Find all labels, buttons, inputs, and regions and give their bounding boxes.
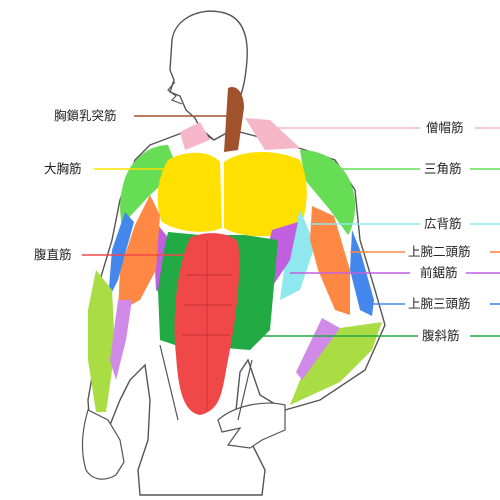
face-profile — [167, 81, 183, 105]
muscle-trapezius-right — [245, 118, 300, 150]
label-biceps: 上腕二頭筋 — [408, 244, 471, 259]
leader-lines — [82, 115, 500, 337]
muscle-forearm-left — [88, 270, 115, 412]
rectus-division-lines — [182, 240, 232, 410]
label-pec: 大胸筋 — [44, 161, 82, 176]
label-trap: 僧帽筋 — [426, 120, 464, 135]
muscle-deltoid-right — [300, 150, 356, 235]
muscle-forearm-right — [290, 322, 382, 405]
pelvis-lines — [159, 344, 253, 421]
label-lat: 広背筋 — [424, 216, 462, 231]
label-scm: 胸鎖乳突筋 — [54, 108, 117, 123]
label-oblique: 腹斜筋 — [422, 328, 460, 343]
muscle-pectoralis-right — [224, 151, 307, 237]
muscle-biceps-right — [310, 206, 350, 315]
label-rectus: 腹直筋 — [34, 247, 72, 262]
label-delt: 三角筋 — [424, 161, 462, 176]
muscle-forearm-right-purple — [296, 318, 340, 380]
muscle-latissimus — [280, 210, 315, 300]
muscle-forearm-left-purple — [110, 300, 132, 380]
label-serratus: 前鋸筋 — [420, 265, 458, 280]
right-hand-outline — [217, 402, 286, 449]
muscle-trapezius — [180, 122, 210, 150]
left-hand-outline — [81, 409, 125, 480]
muscle-deltoid-left — [120, 145, 178, 225]
muscle-biceps-left — [118, 195, 160, 312]
muscle-sternocleidomastoid — [224, 86, 244, 152]
muscle-pectoralis-left — [157, 152, 222, 232]
muscle-triceps-left — [108, 212, 134, 300]
label-triceps: 上腕三頭筋 — [408, 296, 471, 311]
